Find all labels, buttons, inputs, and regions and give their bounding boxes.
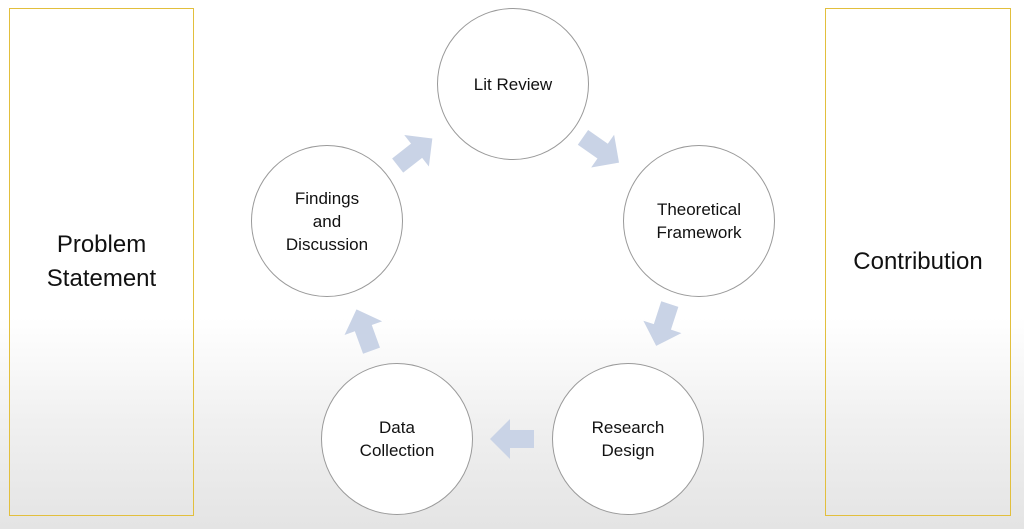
contribution-label: Contribution [853, 245, 982, 279]
problem-statement-label: Problem Statement [47, 228, 156, 296]
findings-and-discussion-line-2: and [312, 211, 342, 231]
data-collection-line-2: Collection [359, 441, 435, 460]
cycle-node-data-collection: Data Collection [321, 363, 473, 515]
data-collection-line-1: Data [379, 418, 415, 437]
arrow-findings-and-discussion-to-lit-review [392, 135, 433, 173]
cycle-node-research-design: Research Design [552, 363, 704, 515]
arrow-research-design-to-data-collection [490, 419, 534, 459]
problem-statement-box: Problem Statement [9, 8, 194, 516]
cycle-node-theoretical-framework: Theoretical Framework [623, 145, 775, 297]
lit-review-line-1: Lit Review [473, 74, 553, 94]
arrow-theoretical-framework-to-research-design [643, 301, 682, 346]
cycle-node-findings-and-discussion: Findings and Discussion [251, 145, 403, 297]
theoretical-framework-line-1: Theoretical [656, 200, 742, 219]
problem-statement-line-1: Problem [56, 231, 147, 258]
findings-and-discussion-line-1: Findings [294, 188, 360, 208]
cycle-node-lit-review: Lit Review [437, 8, 589, 160]
theoretical-framework-line-2: Framework [656, 223, 742, 242]
contribution-line-1: Contribution [853, 248, 983, 275]
findings-and-discussion-line-3: Discussion [285, 234, 369, 254]
research-design-line-2: Design [601, 441, 655, 460]
arrow-layer [344, 130, 682, 459]
arrow-data-collection-to-findings-and-discussion [344, 309, 383, 354]
arrow-lit-review-to-theoretical-framework [577, 130, 620, 168]
contribution-box: Contribution [825, 8, 1011, 516]
problem-statement-line-2: Statement [46, 265, 157, 292]
research-design-line-1: Research [591, 418, 665, 437]
